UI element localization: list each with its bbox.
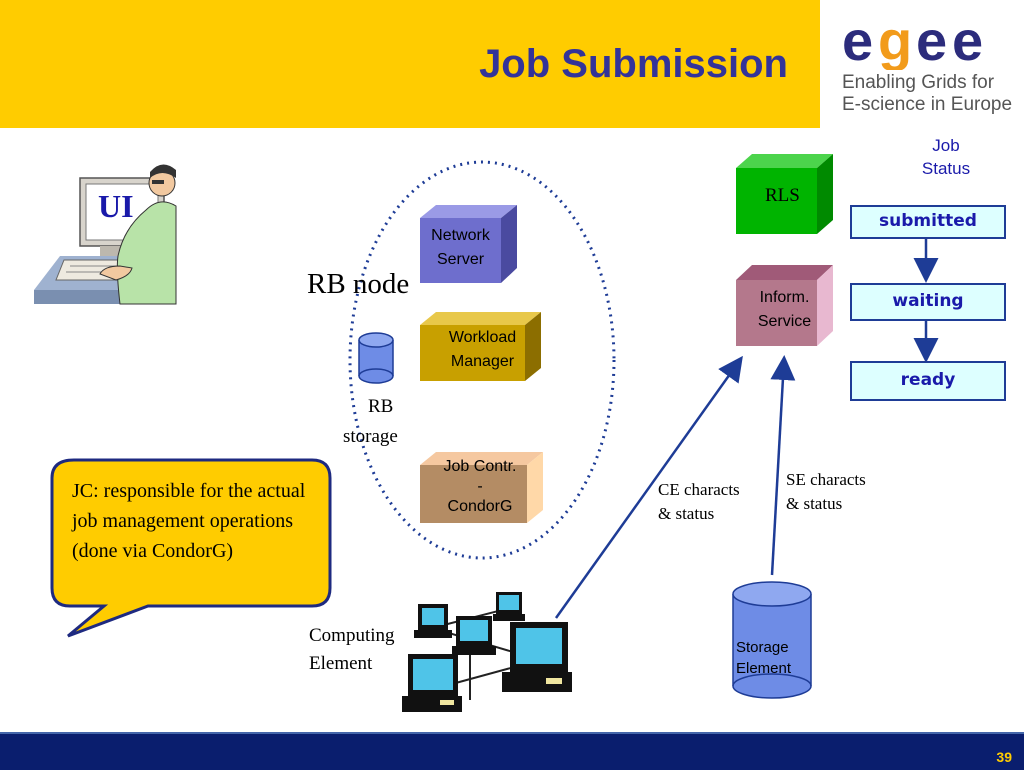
job-controller-label-line-3: CondorG <box>447 498 513 515</box>
ce-link-label-line-1: CE characts <box>658 480 740 499</box>
rb-storage-label-1: RB <box>368 396 394 417</box>
info-service-label: Inform. Service <box>737 286 832 334</box>
rb-storage-cylinder <box>358 332 394 384</box>
job-status-title: Job Status <box>896 134 996 180</box>
job-controller-label-line-1: Job Contr. <box>443 458 517 475</box>
computing-element-label: Computing Element <box>309 622 395 678</box>
rb-node-ellipse <box>348 160 616 560</box>
egee-logo: e g e e Enabling Grids for E-science in … <box>830 9 1020 120</box>
svg-text:g: g <box>878 20 910 70</box>
footer-band <box>0 732 1024 770</box>
job-status-title-line-2: Status <box>921 159 971 178</box>
ui-workstation-icon <box>34 164 177 305</box>
storage-element-label: Storage Element <box>736 637 791 679</box>
storage-element-label-line-2: Element <box>736 660 792 677</box>
rls-label: RLS <box>765 185 800 206</box>
computing-element-icon <box>402 592 572 712</box>
info-service-label-line-2: Service <box>757 313 812 330</box>
network-server-label-line-1: Network <box>431 227 490 244</box>
job-controller-label-line-2: - <box>477 478 483 495</box>
rb-node-label: RB node <box>307 268 410 300</box>
status-waiting: waiting <box>850 283 1006 321</box>
workload-manager-box <box>420 312 541 381</box>
rb-storage-label-2: storage <box>343 426 398 447</box>
network-server-label: Network Server <box>420 224 501 272</box>
workload-manager-label-line-1: Workload <box>448 329 517 346</box>
ce-link-label-line-2: & status <box>658 504 715 523</box>
logo-line-2: E-science in Europe <box>842 94 1013 115</box>
slide-title: Job Submission <box>479 42 788 86</box>
page-number: 39 <box>996 749 1012 765</box>
info-service-box <box>736 265 833 346</box>
storage-element-label-line-1: Storage <box>736 639 789 656</box>
rls-box <box>736 154 833 234</box>
status-submitted: submitted <box>850 205 1006 239</box>
workload-manager-label-line-2: Manager <box>450 353 515 370</box>
ui-label: UI <box>98 188 134 224</box>
job-controller-label: Job Contr. - CondorG <box>424 455 536 519</box>
logo-mark: e g e e <box>842 9 1002 79</box>
computing-element-label-line-2: Element <box>309 653 373 674</box>
callout-bubble <box>50 458 332 638</box>
ce-to-info-arrow <box>554 355 743 619</box>
svg-text:e: e <box>842 20 872 70</box>
se-to-info-arrow <box>770 355 796 576</box>
header-band <box>0 0 820 128</box>
svg-text:e: e <box>916 20 946 70</box>
svg-text:e: e <box>952 20 982 70</box>
se-link-label-line-2: & status <box>786 494 843 513</box>
job-controller-box <box>420 452 543 523</box>
storage-element-cylinder <box>732 581 812 699</box>
network-server-label-line-2: Server <box>436 251 485 268</box>
status-ready: ready <box>850 361 1006 401</box>
workload-manager-label: Workload Manager <box>430 326 535 374</box>
callout-text: JC: responsible for the actual job manag… <box>72 480 306 562</box>
computing-element-label-line-1: Computing <box>309 625 395 646</box>
se-link-label: SE characts & status <box>786 468 866 516</box>
logo-line-1: Enabling Grids for <box>842 72 995 93</box>
job-status-title-line-1: Job <box>932 136 960 155</box>
network-server-box <box>420 205 517 283</box>
ce-link-label: CE characts & status <box>658 478 740 526</box>
info-service-label-line-1: Inform. <box>759 289 810 306</box>
se-link-label-line-1: SE characts <box>786 470 866 489</box>
